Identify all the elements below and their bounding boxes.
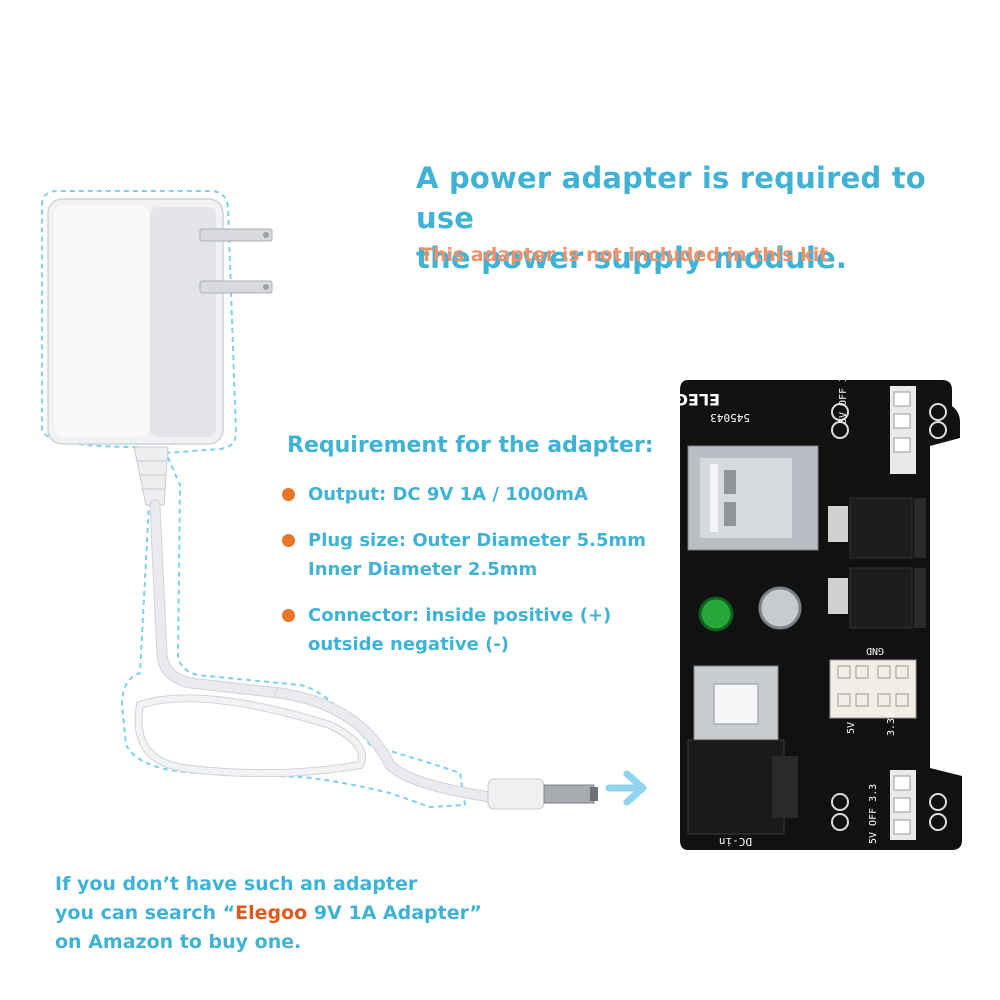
bullet-icon <box>282 534 295 547</box>
footer-brand: Elegoo <box>235 902 308 924</box>
capacitor <box>758 586 802 630</box>
board-label-33v: 3.3V <box>886 712 897 736</box>
requirement-plug-line-2: Inner Diameter 2.5mm <box>308 559 538 580</box>
bullet-icon <box>282 609 295 622</box>
footer-line-2: you can search “Elegoo 9V 1A Adapter” <box>55 899 575 928</box>
jumper-header-top <box>890 386 916 474</box>
output-header <box>829 659 917 719</box>
requirement-plug-size: Plug size: Outer Diameter 5.5mm Inner Di… <box>280 526 680 584</box>
footer-line-3: on Amazon to buy one. <box>55 931 302 953</box>
requirement-plug-line-1: Plug size: Outer Diameter 5.5mm <box>308 530 647 551</box>
board-label-gnd: GND <box>866 645 884 656</box>
requirements-list: Output: DC 9V 1A / 1000mA Plug size: Out… <box>280 480 680 676</box>
requirement-connector-line-1: Connector: inside positive (+) <box>308 605 612 626</box>
footer-open-quote: “ <box>222 902 236 924</box>
usb-port <box>687 445 819 551</box>
jumper-header-bottom <box>890 770 916 840</box>
footer-line-2-prefix: you can search <box>55 902 223 924</box>
bullet-icon <box>282 488 295 501</box>
headline-line-2: the power supply module. <box>416 241 848 275</box>
board-label-dcin: DC-in <box>719 835 752 848</box>
adapter-body <box>47 198 224 445</box>
board-label-5v-off-33-bottom: 5V OFF 3.3 <box>868 784 879 844</box>
footer-product: 9V 1A Adapter <box>307 902 470 924</box>
arrow-right-icon <box>605 770 647 806</box>
requirement-output-line-1: Output: DC 9V 1A / 1000mA <box>308 484 588 505</box>
not-included-note: This adapter is not included in this kit <box>420 244 829 266</box>
adapter-dashed-outline <box>41 190 467 809</box>
barrel-plug <box>487 778 598 810</box>
requirement-connector: Connector: inside positive (+) outside n… <box>280 601 680 659</box>
voltage-regulators <box>828 497 926 629</box>
requirement-output: Output: DC 9V 1A / 1000mA <box>280 480 680 509</box>
requirements-title: Requirement for the adapter: <box>287 433 654 458</box>
headline-line-1: A power adapter is required to use <box>416 161 926 235</box>
footer-note: If you don’t have such an adapter you ca… <box>55 870 575 957</box>
power-supply-module: ELEGOO 545043 5V OFF 3.3 GND 5V 3.3V 5V … <box>680 378 970 860</box>
board-brand: ELEGOO <box>680 390 720 409</box>
power-switch <box>693 665 779 745</box>
footer-close-quote: ” <box>469 902 482 924</box>
adapter-prongs <box>199 228 273 294</box>
adapter-cable <box>134 499 496 803</box>
board-graphic: ELEGOO 545043 5V OFF 3.3 GND 5V 3.3V 5V … <box>680 378 962 850</box>
dc-jack <box>687 739 798 835</box>
board-code: 545043 <box>710 411 750 424</box>
cable-strain-relief <box>133 446 169 506</box>
requirement-connector-line-2: outside negative (-) <box>308 634 509 655</box>
headline: A power adapter is required to use the p… <box>416 158 976 278</box>
board-label-5v: 5V <box>846 722 857 734</box>
power-adapter-image <box>41 190 598 810</box>
green-led <box>698 596 734 632</box>
board-label-5v-off-33-top: 5V OFF 3.3 <box>838 378 849 424</box>
footer-line-1: If you don’t have such an adapter <box>55 873 418 895</box>
